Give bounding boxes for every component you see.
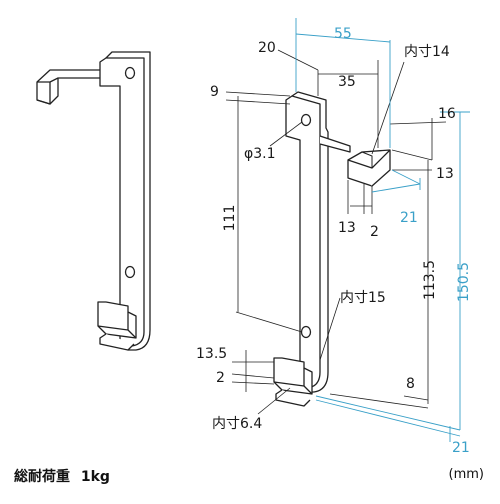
- load-capacity-caption: 総耐荷重 1kg: [14, 466, 110, 486]
- dim-hook-13-bottom: 13: [338, 220, 356, 236]
- dim-height-150-5: 150.5: [456, 262, 472, 302]
- dim-hook-2: 2: [370, 224, 379, 240]
- dim-depth-16: 16: [438, 106, 456, 122]
- dim-bottom-21: 21: [452, 440, 470, 456]
- unit-label: (mm): [448, 467, 484, 482]
- plate-front-right: [285, 95, 321, 389]
- bottom-hook-left: [97, 301, 137, 339]
- dim-inner-15: 内寸15: [340, 290, 386, 306]
- right-bracket-view: [273, 91, 391, 407]
- load-value: 1kg: [80, 469, 110, 485]
- bottom-hook-right: [273, 357, 313, 395]
- dim-hole-diameter: φ3.1: [244, 146, 276, 162]
- dim-bottom-13-5: 13.5: [196, 346, 227, 362]
- dim-bottom-8: 8: [406, 376, 415, 392]
- hole-bottom-left: [124, 265, 136, 279]
- dim-offset-20: 20: [258, 40, 276, 56]
- dim-bottom-2: 2: [216, 370, 225, 386]
- dim-hook-21-top: 21: [400, 210, 418, 226]
- dim-height-113-5: 113.5: [422, 260, 438, 300]
- dim-hook-13-right: 13: [436, 166, 454, 182]
- dim-top-9: 9: [210, 84, 219, 100]
- left-bracket-view: [36, 51, 151, 351]
- hole-top-left: [124, 66, 136, 80]
- dim-inner-14: 内寸14: [404, 44, 450, 60]
- dim-inner-6-4: 内寸6.4: [212, 416, 262, 432]
- dim-width-55: 55: [334, 26, 352, 42]
- dimension-lines-blue: [295, 18, 470, 442]
- dim-width-35: 35: [338, 74, 356, 90]
- hole-bottom-right: [300, 325, 312, 339]
- load-label: 総耐荷重: [14, 469, 70, 485]
- dimension-lines: [225, 49, 447, 415]
- hole-top-right: [300, 113, 312, 127]
- dim-hole-pitch-111: 111: [222, 205, 238, 232]
